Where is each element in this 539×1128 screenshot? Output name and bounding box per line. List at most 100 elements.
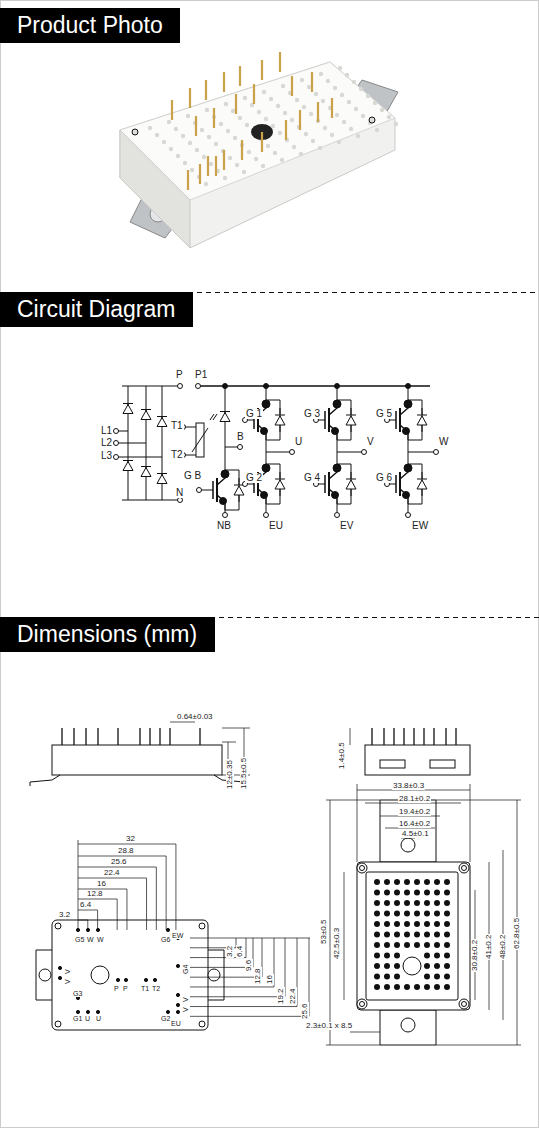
pin [171,100,173,120]
grid-hole [394,984,400,990]
pin [169,728,170,745]
grid-hole [424,890,430,896]
grid-hole [394,963,400,969]
module-body [52,920,208,1030]
pin [253,84,255,104]
extension-line [78,840,79,930]
dimension-value: 12±0.35 [226,759,234,790]
wire [346,479,356,480]
wire [422,472,423,479]
pin-dot [124,978,127,981]
tab-slot [380,760,405,768]
igbt-body [328,408,330,432]
pin [239,66,241,86]
dimension-value: 62.8±0.5 [513,917,521,950]
pin-label: G 3 [303,409,321,419]
pin-label: G 2 [245,473,263,483]
pin [223,150,225,170]
grid-hole [424,911,430,917]
wire [185,427,196,428]
grid-hole [424,932,430,938]
igbt-body [216,478,218,502]
pin [423,728,424,745]
grid-hole [292,145,296,149]
grid-hole [295,98,299,102]
pin-label: G 1 [245,409,263,419]
section-title: Dimensions (mm) [17,623,198,646]
dimension-value: 6.4 [236,945,244,958]
pin [403,728,404,745]
diode [123,405,133,414]
extension-line [326,800,380,801]
pin-dot [86,928,89,931]
grid-hole [380,108,384,112]
extension-line [470,784,471,862]
pin-label: V [64,978,71,985]
pin-label: L2 [100,438,113,448]
screw-hole [55,923,61,929]
wire [422,489,423,496]
terminal [406,513,411,518]
grid-hole [281,84,285,88]
wire [280,425,281,432]
grid-hole [384,900,390,906]
diode [157,418,167,427]
tab-hole [39,969,51,981]
grid-hole [183,161,187,165]
grid-hole [434,900,440,906]
grid-hole [375,128,379,132]
grid-hole [394,890,400,896]
grid-hole [359,87,363,91]
pin [149,728,150,745]
grid-hole [204,182,208,186]
wire [141,409,151,410]
pin-dot [86,1010,89,1013]
grid-hole [394,942,400,948]
grid-hole [404,932,410,938]
pin [285,120,287,140]
extension-line [190,977,262,978]
screw-boss [459,999,469,1009]
dimension-value: 53±0.5 [320,919,328,945]
grid-hole [333,86,337,90]
wire [225,447,226,470]
pin [445,728,446,745]
grid-hole [384,974,390,980]
grid-hole [384,911,390,917]
pin [215,156,217,176]
extension-line [97,910,98,930]
wire [275,479,285,480]
grid-hole [444,942,450,948]
extension-line [175,844,176,930]
grid-hole [404,911,410,917]
junction [223,384,228,389]
dimension-value: 16 [266,974,274,985]
grid-hole [434,984,440,990]
grid-hole [374,932,380,938]
grid-hole [174,127,178,131]
grid-hole [188,141,192,145]
terminal [223,513,228,518]
pin-label: U [84,1015,91,1022]
grid-hole [283,111,287,115]
wire [351,489,352,496]
grid-hole [424,921,430,927]
pin-label: U [95,1015,102,1022]
diode [141,411,151,420]
grid-hole [374,942,380,948]
igbt-body [399,408,401,432]
igbt-dot [333,400,341,408]
dimension-value: 3.2 [226,945,234,958]
dimension-line [78,878,147,879]
wire [123,460,133,461]
pin-dot [166,1010,169,1013]
wire [118,457,162,458]
pin-dot [166,928,169,931]
pin-dot [176,964,179,967]
pin-label: B [236,432,245,442]
pin [139,728,140,745]
screw-boss [357,863,367,873]
grid-hole [384,890,390,896]
dimension-value: 22.4 [289,987,297,1005]
grid-hole [374,900,380,906]
